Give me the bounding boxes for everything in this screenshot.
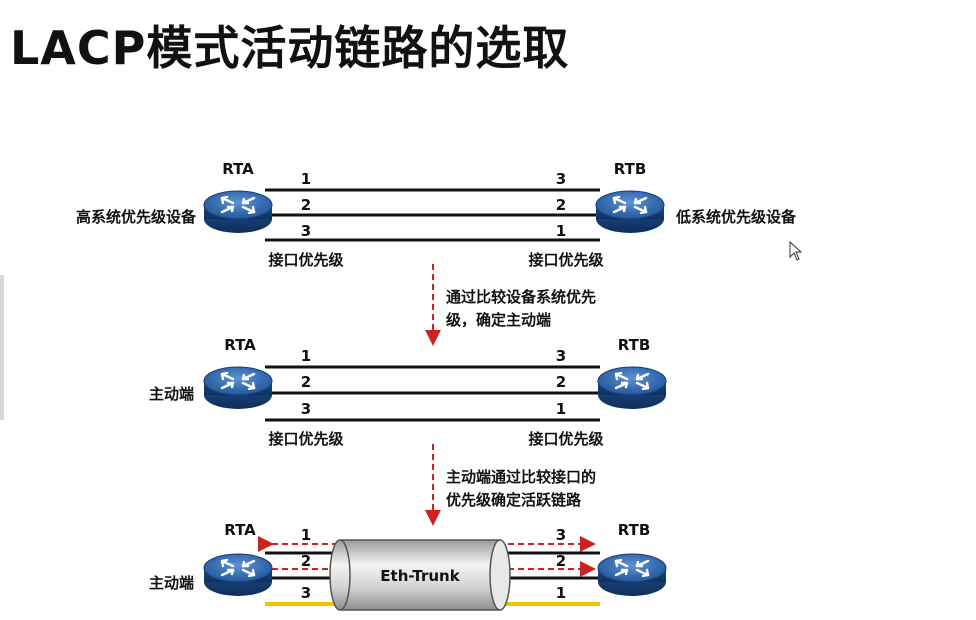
eth-trunk-label: Eth-Trunk	[380, 567, 460, 585]
router-rta-label: RTA	[224, 336, 256, 354]
router-icon	[596, 552, 668, 598]
right-port-number: 1	[556, 584, 566, 602]
router-rtb-label: RTB	[618, 336, 651, 354]
router-rta-label: RTA	[224, 521, 256, 539]
right-port-priority-caption: 接口优先级	[528, 430, 604, 448]
panel-3: Eth-Trunk RTA RTB 主动端 1 2 3 3 2 1	[149, 521, 668, 611]
step-2-text-line-2: 优先级确定活跃链路	[446, 491, 582, 509]
page-title: LACP模式活动链路的选取	[10, 21, 570, 75]
step-2: 主动端通过比较接口的 优先级确定活跃链路	[425, 444, 596, 526]
step-2-text-line-1: 主动端通过比较接口的	[446, 468, 596, 486]
panel-2: RTA RTB 主动端 1 2 3 3 2 1 接口优先级 接口优先级	[149, 336, 668, 448]
router-icon	[202, 189, 274, 235]
right-port-number: 3	[556, 347, 566, 365]
right-port-number: 1	[556, 222, 566, 240]
step-1: 通过比较设备系统优先 级，确定主动端	[425, 264, 596, 346]
router-icon	[202, 552, 274, 598]
router-icon	[594, 189, 666, 235]
left-port-number: 1	[301, 347, 311, 365]
left-port-priority-caption: 接口优先级	[268, 251, 344, 269]
router-rtb-label: RTB	[614, 160, 647, 178]
panel-1: RTA RTB 高系统优先级设备 低系统优先级设备 1 2 3 3 2 1 接口…	[76, 160, 797, 269]
right-port-number: 1	[556, 400, 566, 418]
left-port-priority-caption: 接口优先级	[268, 430, 344, 448]
right-port-number: 3	[556, 170, 566, 188]
left-port-number: 3	[301, 222, 311, 240]
router-rtb-label: RTB	[618, 521, 651, 539]
left-edge-mark	[0, 275, 4, 420]
left-port-number: 1	[301, 526, 311, 544]
right-port-number: 2	[556, 552, 566, 570]
left-port-number: 3	[301, 584, 311, 602]
router-icon	[202, 365, 274, 411]
right-port-priority-caption: 接口优先级	[528, 251, 604, 269]
left-port-number: 1	[301, 170, 311, 188]
router-icon	[596, 365, 668, 411]
step-1-text-line-2: 级，确定主动端	[446, 311, 551, 329]
router-rta-label: RTA	[222, 160, 254, 178]
left-port-number: 2	[301, 373, 311, 391]
active-side-label: 主动端	[149, 574, 194, 592]
high-priority-device-label: 高系统优先级设备	[76, 208, 197, 226]
left-port-number: 3	[301, 400, 311, 418]
low-priority-device-label: 低系统优先级设备	[675, 208, 797, 226]
right-port-number: 2	[556, 373, 566, 391]
left-port-number: 2	[301, 196, 311, 214]
eth-trunk-cylinder	[329, 539, 511, 611]
right-port-number: 3	[556, 526, 566, 544]
mouse-cursor-icon	[789, 240, 803, 261]
left-port-number: 2	[301, 552, 311, 570]
step-1-text-line-1: 通过比较设备系统优先	[446, 288, 596, 306]
right-port-number: 2	[556, 196, 566, 214]
active-side-label: 主动端	[149, 385, 194, 403]
